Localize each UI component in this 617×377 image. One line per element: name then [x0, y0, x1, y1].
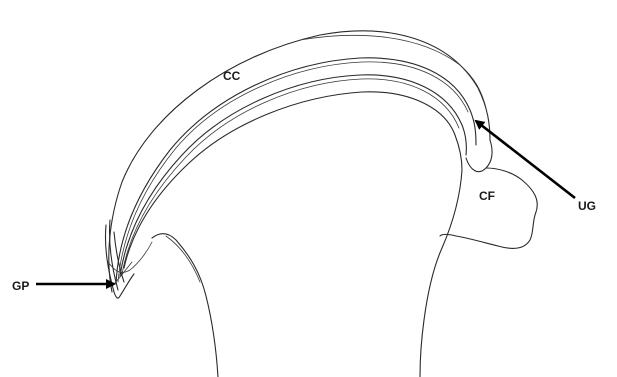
- label-gp: GP: [12, 279, 29, 293]
- cf-outline: [440, 168, 537, 248]
- capsule-band-3b: [122, 79, 459, 274]
- label-cc: CC: [223, 69, 241, 83]
- capsule-right-closure: [466, 140, 492, 172]
- capsule-top-edge: [300, 35, 486, 108]
- capsule-band-2b: [118, 62, 468, 282]
- body-inner-stroke: [166, 236, 200, 282]
- capsule-band-2: [116, 58, 476, 284]
- body-right-edge: [420, 170, 462, 377]
- label-ug: UG: [578, 199, 596, 213]
- capsule-band-inner: [124, 92, 462, 268]
- label-cf: CF: [479, 189, 495, 203]
